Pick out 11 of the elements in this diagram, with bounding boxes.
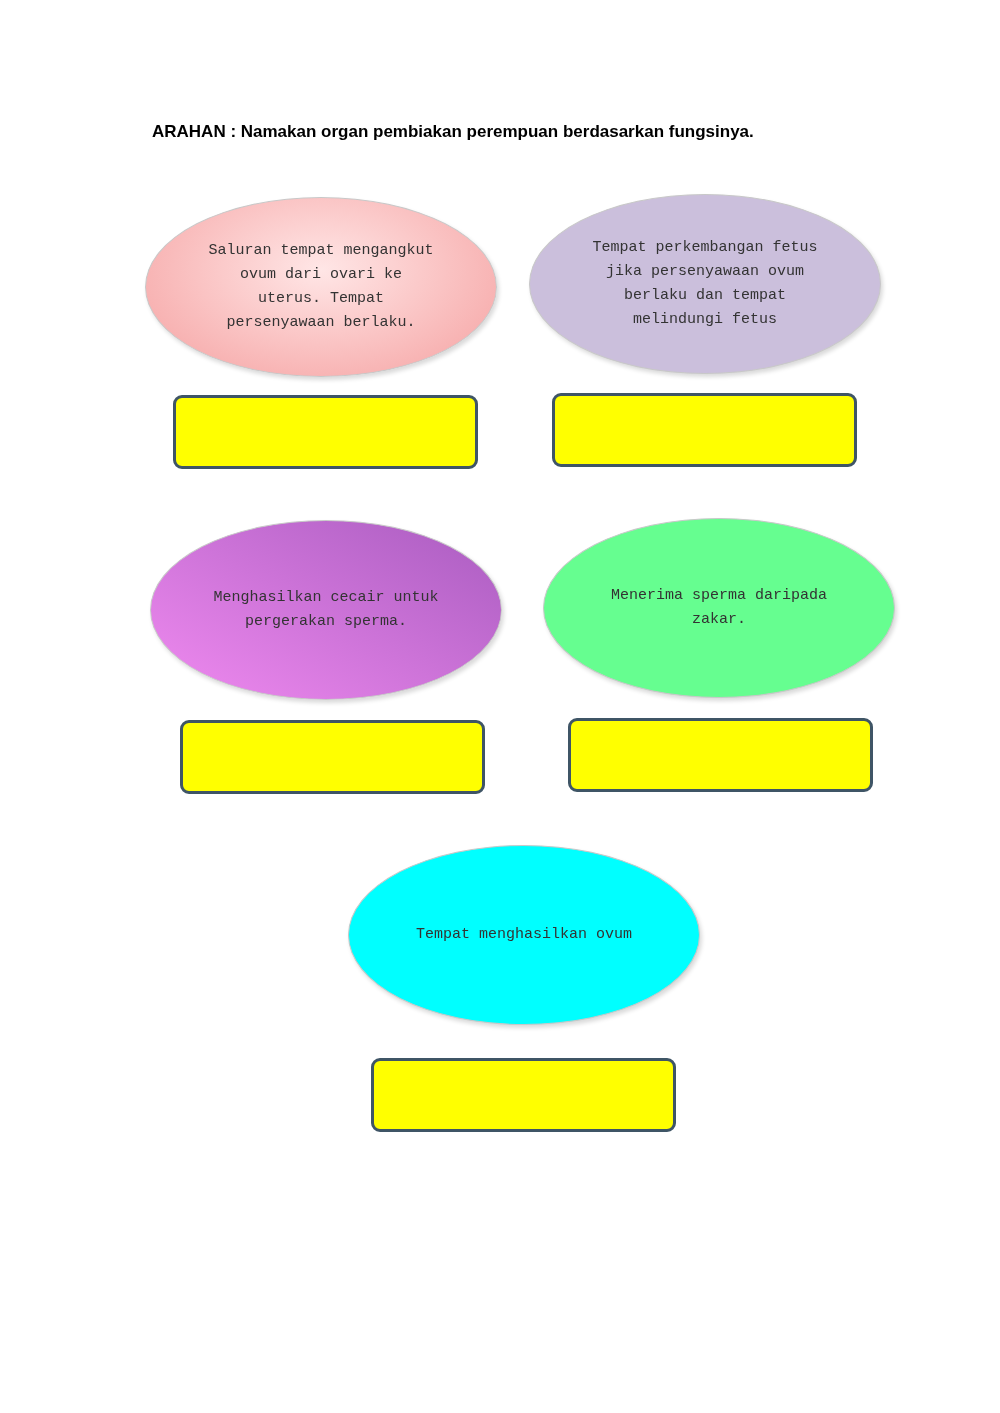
function-description: Menghasilkan cecair untuk pergerakan sperma. [212,588,440,632]
answer-box [552,393,857,467]
answer-box [180,720,485,794]
answer-box [568,718,873,792]
function-description: Tempat perkembangan fetus jika persenyawaan ovum berlaku dan tempat melindungi fetus [591,238,819,330]
function-description: Tempat menghasilkan ovum [415,925,632,945]
function-description: Saluran tempat mengangkut ovum dari ovari ke uterus. Tempat persenyawaan berlaku. [207,241,435,333]
answer-box [371,1058,676,1132]
function-description: Menerima sperma daripada zakar. [609,586,828,630]
instruction-heading: ARAHAN : Namakan organ pembiakan perempuan berdasarkan fungsinya. [152,122,754,142]
answer-box [173,395,478,469]
